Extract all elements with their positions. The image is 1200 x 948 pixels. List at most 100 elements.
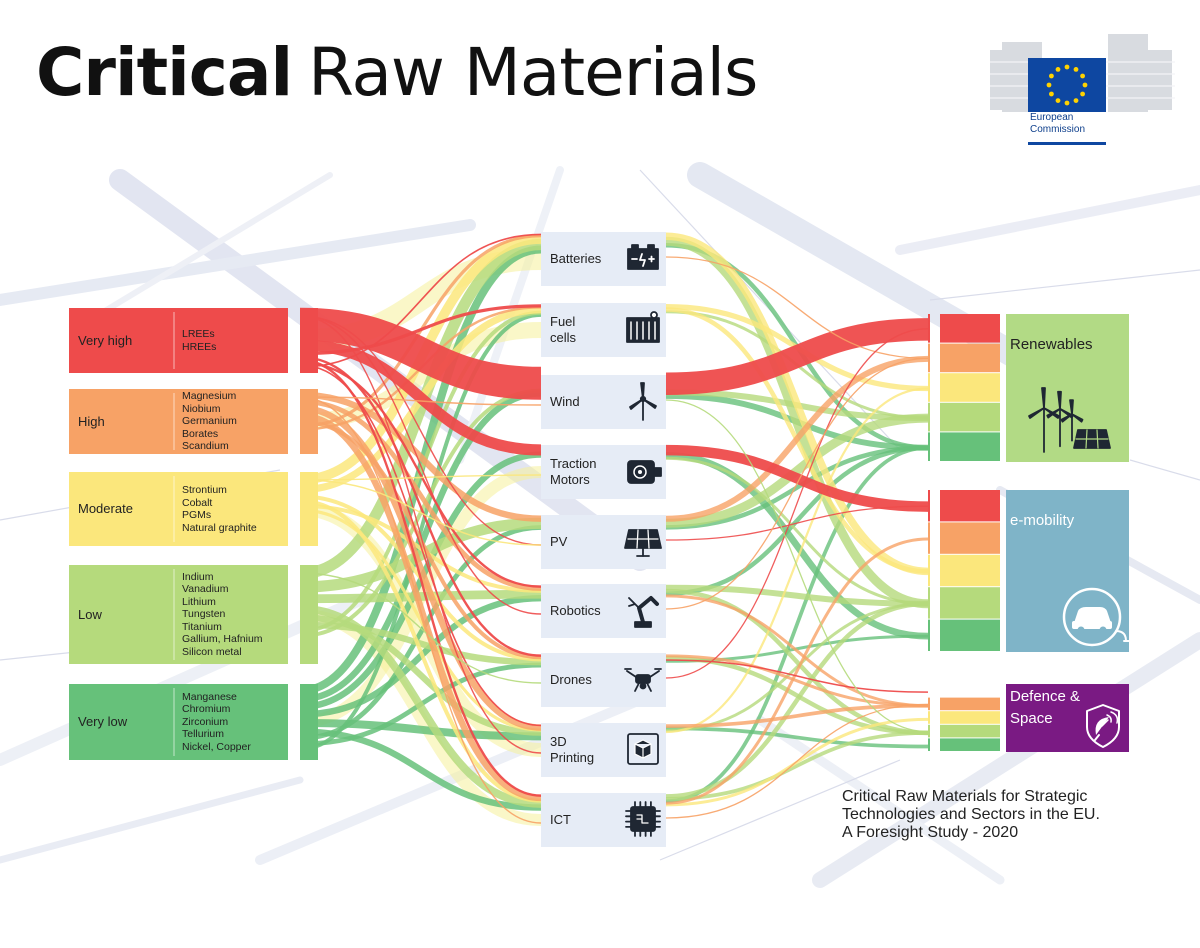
chip-icon (625, 801, 661, 837)
sector-inflow-node (928, 490, 930, 522)
ribbon-low (665, 731, 929, 801)
ribbon-strand (665, 399, 929, 733)
ribbon-very-low (665, 445, 929, 803)
sector-inflow-node (928, 724, 930, 738)
background-line (659, 759, 901, 861)
ribbon-high (665, 537, 929, 805)
criticality-level-label: High (78, 413, 105, 429)
sector-criticality-segment (940, 711, 1000, 724)
ribbon-strand (299, 474, 542, 481)
sector-criticality-segment (940, 490, 1000, 522)
technology-label: Drones (550, 672, 592, 687)
ribbon-low (299, 517, 542, 593)
ribbon-high (665, 355, 929, 522)
criticality-materials: Magnesium Niobium Germanium Borates Scan… (182, 390, 237, 453)
ribbon-very-low (665, 726, 929, 749)
sector-inflow-node (928, 402, 930, 432)
sector-inflow-node (928, 587, 930, 619)
ribbon-very-high (299, 361, 542, 588)
sector-criticality-segment (940, 619, 1000, 651)
ribbon-high (665, 594, 929, 708)
eu-star-icon (1080, 73, 1085, 79)
sector-criticality-segment (940, 522, 1000, 554)
criticality-box-high (69, 389, 288, 454)
sector-criticality-segment (940, 724, 1000, 738)
ribbon-strand (299, 315, 542, 754)
background-line (1129, 459, 1200, 481)
ribbon-strand (299, 396, 542, 824)
ribbon-strand (299, 572, 542, 684)
sector-criticality-segment (940, 432, 1000, 461)
ribbon-moderate (299, 508, 542, 732)
ribbon-very-high (299, 233, 542, 368)
eu-star-icon (1080, 91, 1085, 97)
criticality-box-very-high (69, 308, 288, 373)
criticality-flow-node (300, 389, 318, 454)
ribbon-strand (665, 357, 929, 610)
ribbon-moderate (299, 499, 542, 803)
sector-inflow-node (928, 711, 930, 724)
ribbon-low (665, 588, 929, 736)
ribbon-strand (665, 703, 929, 819)
sector-criticality-segment (940, 697, 1000, 711)
wind-turbine-icon (629, 382, 657, 421)
background-streak (895, 185, 1200, 255)
background-streak (812, 632, 1200, 888)
title-light: Raw Materials (308, 34, 758, 111)
ribbon-low (299, 604, 542, 808)
ribbon-low (665, 584, 929, 607)
ribbon-high (299, 399, 542, 591)
sector-inflow-node (928, 522, 930, 554)
eu-star-icon (1049, 91, 1054, 97)
criticality-materials: Strontium Cobalt PGMs Natural graphite (182, 484, 257, 534)
citation: Critical Raw Materials for Strategic Tec… (842, 788, 1100, 841)
fuel-cell-icon (626, 311, 660, 343)
ribbon-strand (665, 505, 929, 541)
electric-car-icon (1062, 587, 1131, 647)
icons (624, 244, 1131, 837)
background-streak (0, 776, 304, 864)
robot-arm-icon (628, 596, 659, 628)
criticality-level-label: Very low (78, 714, 128, 729)
technology-label: Robotics (550, 603, 601, 618)
technology-label: 3D Printing (550, 734, 595, 765)
sector-inflow-node (928, 619, 930, 651)
criticality-flow-node (300, 472, 318, 546)
wind-solar-icon (1028, 387, 1111, 453)
sector-criticality-segment (940, 402, 1000, 432)
criticality-level-label: Moderate (78, 501, 133, 516)
battery-icon (627, 244, 659, 270)
sector-label: Renewables (1010, 336, 1093, 353)
ribbon-moderate (299, 503, 542, 593)
criticality-box-very-low (69, 684, 288, 760)
ribbon-strand (665, 328, 929, 679)
nodes (69, 232, 1129, 847)
ribbon-high (299, 404, 542, 731)
sector-criticality-segment (940, 738, 1000, 751)
technology-label: Traction Motors (550, 456, 597, 487)
ribbon-high (665, 654, 929, 708)
title-bold: Critical (36, 34, 293, 111)
ribbon-moderate (665, 717, 929, 807)
drone-icon (624, 668, 662, 692)
ribbon-very-low (665, 445, 929, 530)
motor-icon (627, 460, 662, 484)
ribbon-very-high (299, 358, 542, 797)
eu-star-icon (1082, 82, 1088, 88)
criticality-box-moderate (69, 472, 288, 546)
sector-label: e-mobility (1010, 512, 1075, 529)
ribbon-strand (299, 396, 542, 406)
criticality-flow-node (300, 565, 318, 664)
technology-box (541, 584, 666, 638)
ribbon-strand (665, 256, 929, 360)
criticality-level-label: Low (78, 606, 102, 622)
sector-inflow-node (928, 697, 930, 711)
technology-label: Batteries (550, 251, 602, 266)
ribbon-low (299, 238, 542, 580)
ribbon-low (665, 413, 929, 528)
eu-star-icon (1046, 82, 1052, 88)
sector-box-defence (1006, 684, 1129, 752)
eu-star-icon (1064, 100, 1070, 106)
